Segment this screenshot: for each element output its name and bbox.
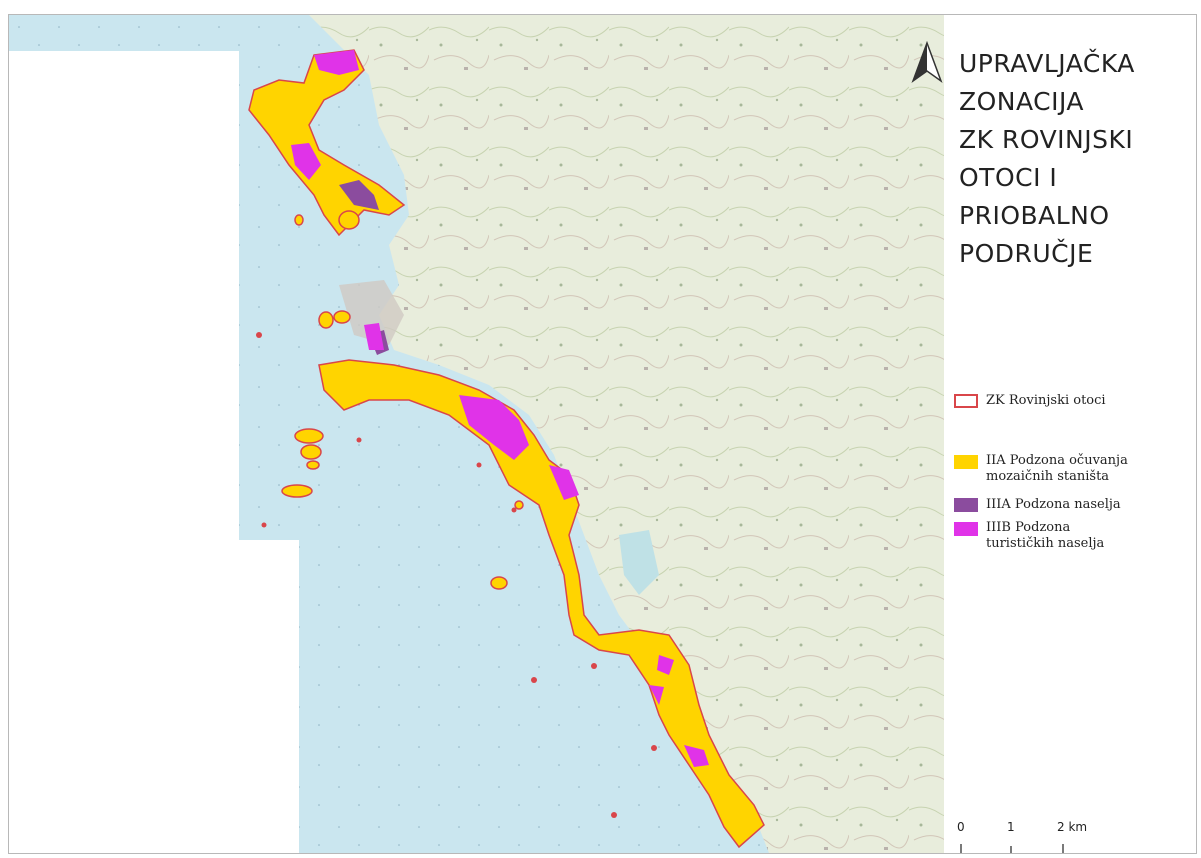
map-title: UPRAVLJAČKA ZONACIJA ZK ROVINJSKI OTOCI … bbox=[959, 45, 1196, 273]
scale-bar: 0 1 2 km bbox=[957, 820, 1099, 853]
map-frame: UPRAVLJAČKA ZONACIJA ZK ROVINJSKI OTOCI … bbox=[8, 14, 1197, 854]
legend-purple-swatch bbox=[954, 498, 978, 512]
scale-label: 1 bbox=[1007, 820, 1015, 834]
title-line: ZK ROVINJSKI bbox=[959, 125, 1134, 154]
scale-label: 0 bbox=[957, 820, 965, 834]
title-line: ZONACIJA bbox=[959, 87, 1085, 116]
legend-yellow-swatch bbox=[954, 455, 978, 469]
title-line: UPRAVLJAČKA bbox=[959, 49, 1135, 78]
legend-label: mozaičnih staništa bbox=[986, 469, 1110, 484]
scale-label: 2 km bbox=[1057, 820, 1088, 834]
islets bbox=[256, 332, 657, 818]
scale-bar-line bbox=[960, 844, 1064, 853]
legend-label: IIIB Podzona bbox=[986, 520, 1071, 535]
land-area bbox=[309, 15, 944, 853]
title-line: OTOCI I bbox=[959, 163, 1058, 192]
zone-iiib bbox=[291, 50, 709, 767]
legend-outline-swatch bbox=[954, 394, 978, 408]
legend-label: IIA Podzona očuvanja bbox=[986, 453, 1128, 468]
legend-label: turističkih naselja bbox=[986, 536, 1105, 551]
legend-label: IIIA Podzona naselja bbox=[986, 497, 1121, 512]
lake bbox=[619, 530, 659, 595]
urban-area bbox=[339, 280, 404, 345]
map-canvas[interactable] bbox=[9, 15, 1196, 853]
legend-label: ZK Rovinjski otoci bbox=[986, 393, 1106, 408]
north-arrow-icon bbox=[911, 41, 943, 84]
title-line: PODRUČJE bbox=[959, 239, 1094, 268]
title-line: PRIOBALNO bbox=[959, 201, 1110, 230]
legend-magenta-swatch bbox=[954, 522, 978, 536]
